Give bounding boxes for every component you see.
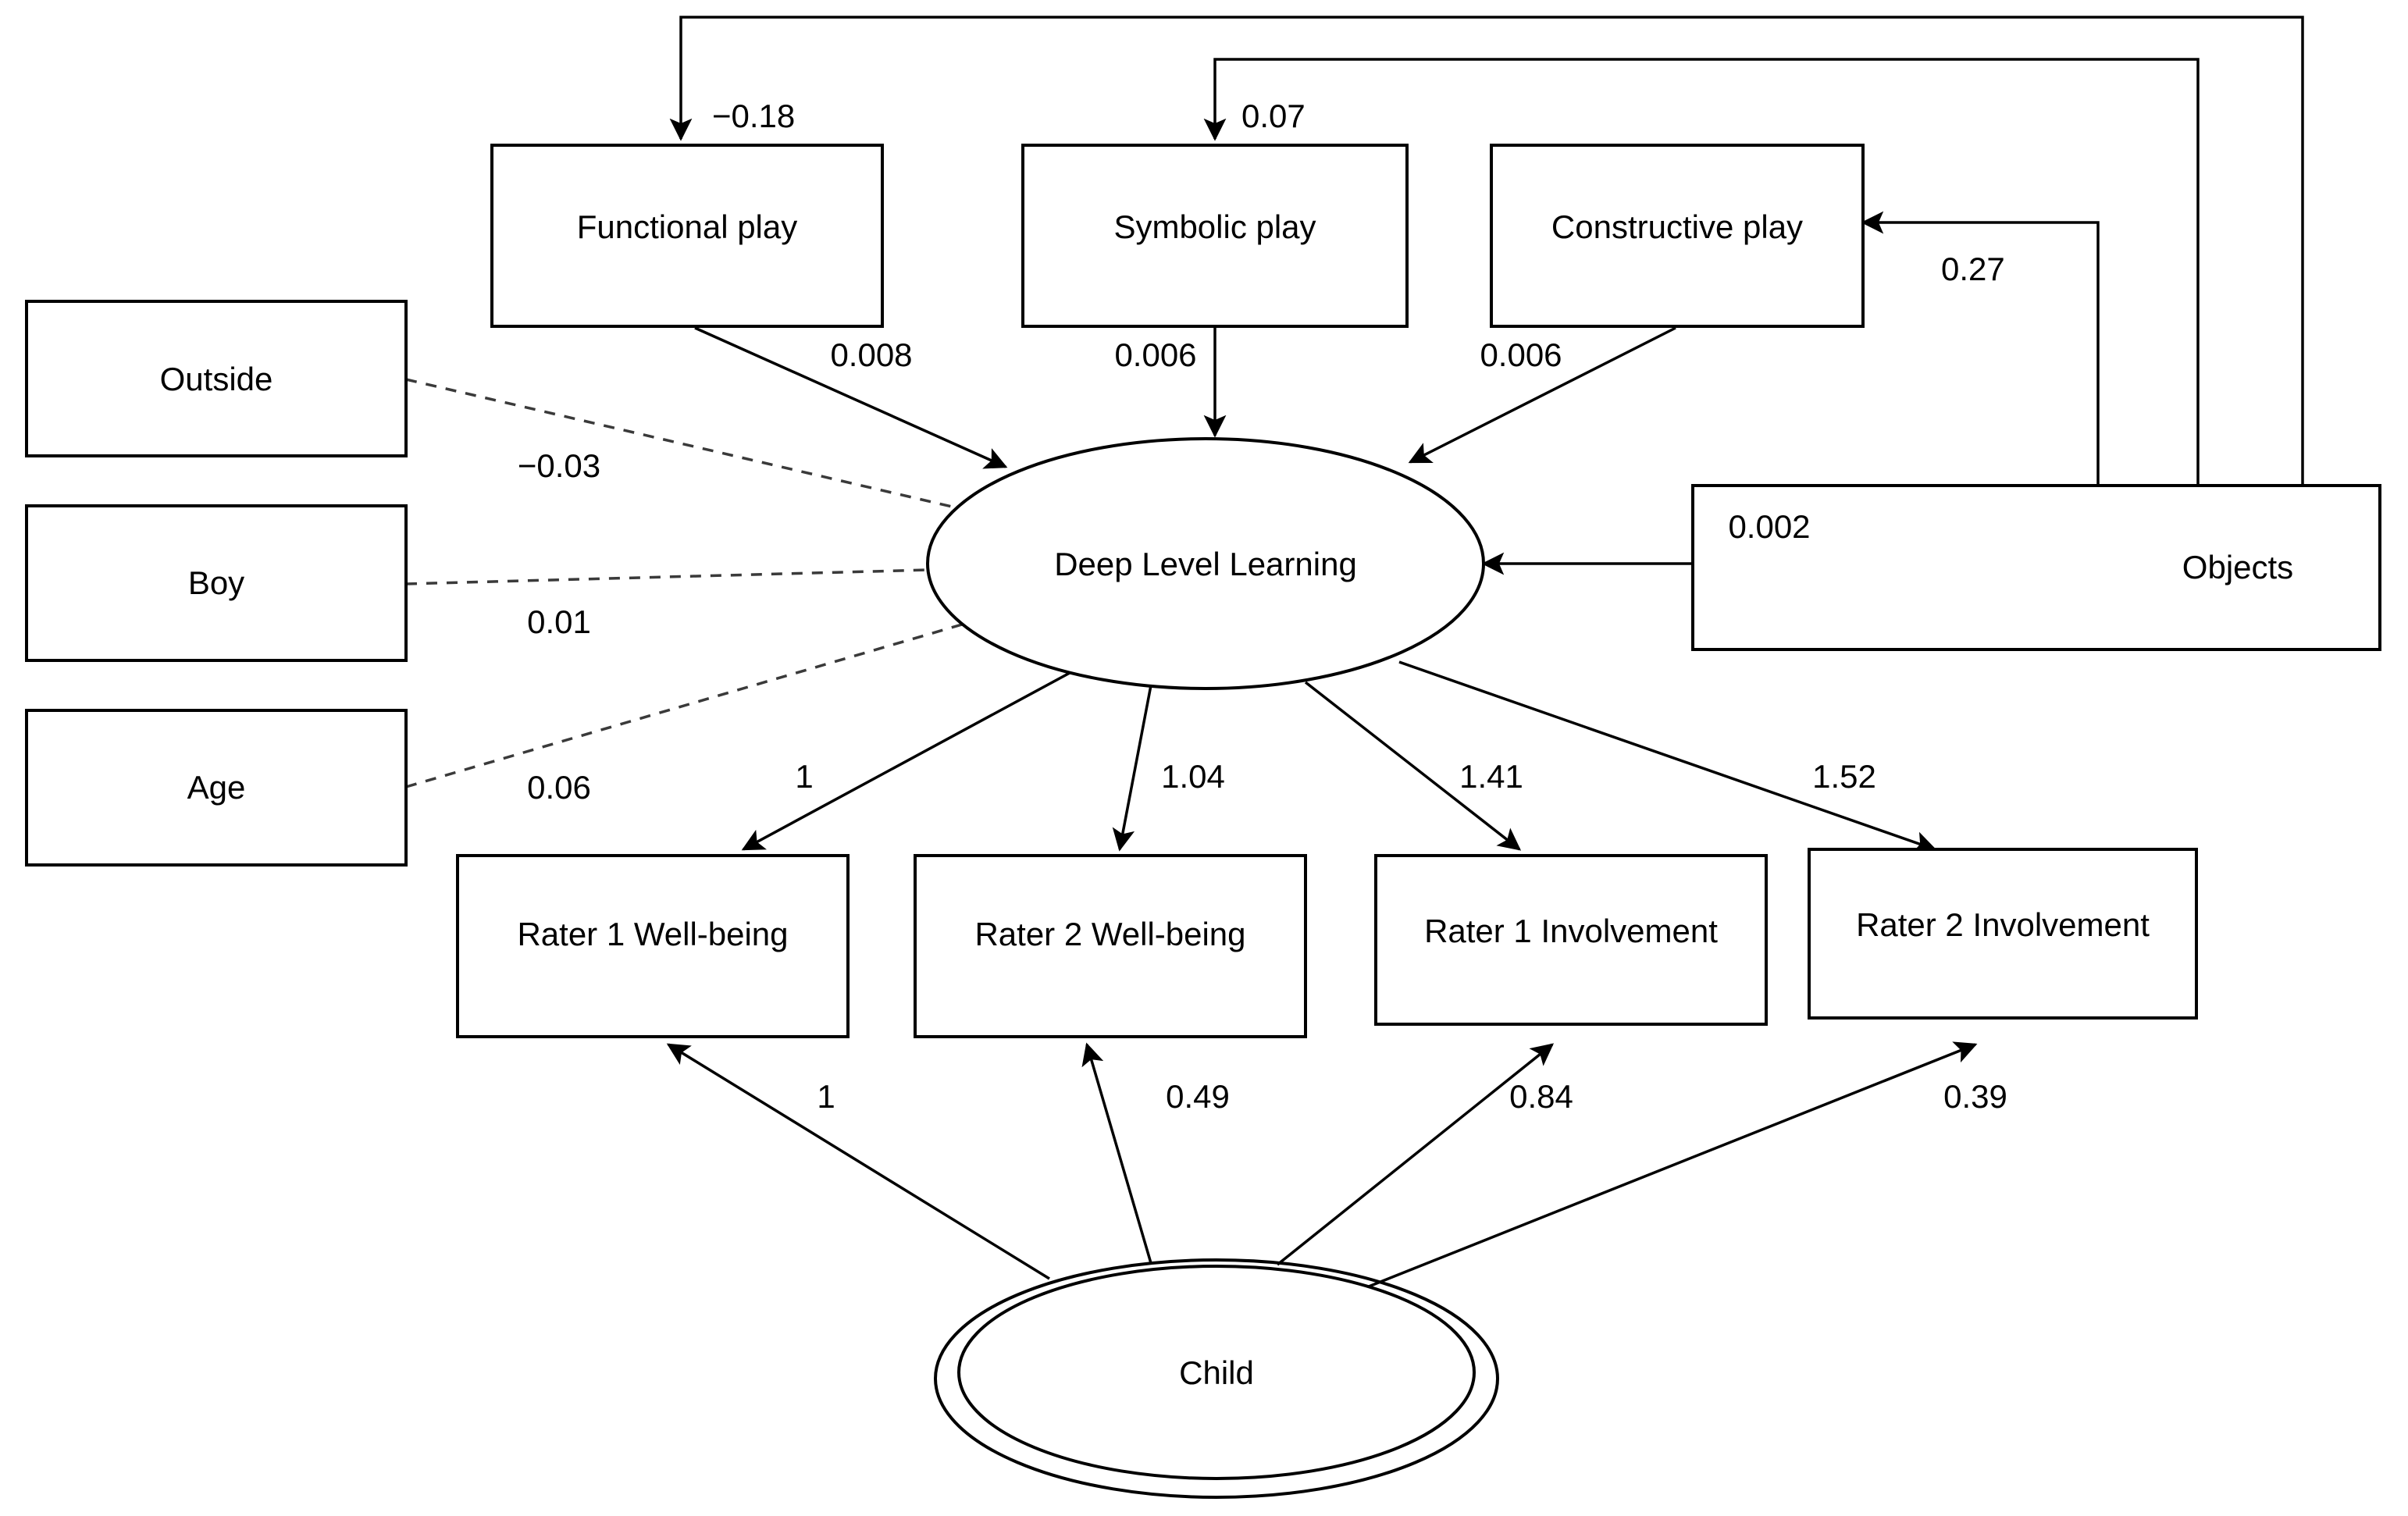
node-boy[interactable]: Boy bbox=[25, 504, 408, 662]
outside-box[interactable] bbox=[25, 300, 408, 457]
boy-box[interactable] bbox=[25, 504, 408, 662]
edge-objects-to-functional-play bbox=[669, 16, 2304, 486]
edge-age-to-deep-level-learning bbox=[405, 623, 963, 788]
edge-label-functional-play-to-deep-level-learning: 0.008 bbox=[830, 336, 912, 373]
node-outside[interactable]: Outside bbox=[25, 300, 408, 457]
boy-label: Boy bbox=[188, 564, 244, 601]
edge-label-symbolic-play-to-deep-level-learning: 0.006 bbox=[1114, 336, 1196, 373]
edge-deep-level-learning-to-rater2-wellbeing bbox=[1112, 685, 1152, 852]
rater2-wellbeing-box[interactable] bbox=[914, 854, 1307, 1038]
edge-outside-to-deep-level-learning bbox=[405, 378, 963, 511]
node-age[interactable]: Age bbox=[25, 709, 408, 867]
rater1-involvement-label: Rater 1 Involvement bbox=[1424, 913, 1718, 949]
rater1-wellbeing-box[interactable] bbox=[456, 854, 850, 1038]
age-label: Age bbox=[187, 769, 246, 806]
child-ellipse-outer bbox=[934, 1258, 1499, 1499]
constructive-play-box[interactable] bbox=[1490, 144, 1865, 328]
edge-functional-play-to-deep-level-learning bbox=[694, 326, 1008, 469]
edge-label-deep-level-learning-to-rater2-wellbeing: 1.04 bbox=[1161, 758, 1225, 795]
node-deep-level-learning[interactable]: Deep Level Learning bbox=[926, 437, 1485, 690]
edge-label-boy-to-deep-level-learning: 0.01 bbox=[527, 603, 591, 640]
edge-label-child-to-rater2-involvement: 0.39 bbox=[1943, 1078, 2007, 1115]
edge-boy-to-deep-level-learning bbox=[405, 568, 930, 585]
deep-level-learning-ellipse[interactable] bbox=[926, 437, 1485, 690]
node-rater2-wellbeing[interactable]: Rater 2 Well-being bbox=[914, 854, 1307, 1038]
edge-label-child-to-rater1-wellbeing: 1 bbox=[817, 1078, 835, 1115]
edge-deep-level-learning-to-rater2-involvement bbox=[1398, 660, 1937, 853]
edge-label-objects-to-functional-play: −0.18 bbox=[712, 98, 795, 134]
edge-label-child-to-rater1-involvement: 0.84 bbox=[1509, 1078, 1573, 1115]
edge-label-age-to-deep-level-learning: 0.06 bbox=[527, 769, 591, 806]
objects-label: Objects bbox=[2182, 549, 2293, 585]
rater2-involvement-box[interactable] bbox=[1808, 848, 2198, 1020]
edge-constructive-play-to-deep-level-learning bbox=[1408, 326, 1676, 464]
age-box[interactable] bbox=[25, 709, 408, 867]
rater2-wellbeing-label: Rater 2 Well-being bbox=[974, 916, 1245, 952]
symbolic-play-box[interactable] bbox=[1021, 144, 1409, 328]
symbolic-play-label: Symbolic play bbox=[1113, 208, 1316, 245]
rater2-involvement-label: Rater 2 Involvement bbox=[1856, 906, 2150, 943]
node-rater1-involvement[interactable]: Rater 1 Involvement bbox=[1374, 854, 1768, 1026]
edge-label-deep-level-learning-to-rater2-involvement: 1.52 bbox=[1812, 758, 1876, 795]
child-ellipse-inner[interactable] bbox=[957, 1265, 1476, 1480]
edge-deep-level-learning-to-rater1-involvement bbox=[1304, 681, 1522, 851]
edge-child-to-rater1-involvement bbox=[1276, 1043, 1555, 1266]
edge-label-objects-to-constructive-play: 0.27 bbox=[1941, 251, 2005, 287]
node-rater2-involvement[interactable]: Rater 2 Involvement bbox=[1808, 848, 2198, 1020]
edge-child-to-rater2-wellbeing bbox=[1081, 1042, 1152, 1264]
edge-objects-to-symbolic-play bbox=[1203, 58, 2200, 486]
node-rater1-wellbeing[interactable]: Rater 1 Well-being bbox=[456, 854, 850, 1038]
functional-play-label: Functional play bbox=[577, 208, 798, 245]
outside-label: Outside bbox=[160, 361, 273, 397]
edge-label-objects-to-symbolic-play: 0.07 bbox=[1241, 98, 1306, 134]
edge-label-deep-level-learning-to-rater1-wellbeing: 1 bbox=[795, 758, 813, 795]
rater1-involvement-box[interactable] bbox=[1374, 854, 1768, 1026]
functional-play-box[interactable] bbox=[490, 144, 884, 328]
node-objects[interactable]: Objects bbox=[1691, 484, 2381, 651]
edge-objects-to-constructive-play bbox=[1861, 211, 2100, 486]
objects-box[interactable] bbox=[1691, 484, 2381, 651]
deep-level-learning-label: Deep Level Learning bbox=[1054, 546, 1357, 582]
edge-deep-level-learning-to-rater1-wellbeing bbox=[741, 671, 1070, 851]
edge-label-objects-to-deep-level-learning: 0.002 bbox=[1728, 508, 1810, 545]
edge-label-outside-to-deep-level-learning: −0.03 bbox=[518, 447, 600, 484]
edge-label-deep-level-learning-to-rater1-involvement: 1.41 bbox=[1459, 758, 1523, 795]
node-symbolic-play[interactable]: Symbolic play bbox=[1021, 144, 1409, 328]
node-functional-play[interactable]: Functional play bbox=[490, 144, 884, 328]
rater1-wellbeing-label: Rater 1 Well-being bbox=[517, 916, 788, 952]
edge-label-constructive-play-to-deep-level-learning: 0.006 bbox=[1480, 336, 1562, 373]
edge-child-to-rater1-wellbeing bbox=[666, 1043, 1050, 1280]
node-child[interactable]: Child bbox=[934, 1258, 1499, 1499]
edge-child-to-rater2-involvement bbox=[1364, 1041, 1978, 1290]
node-constructive-play[interactable]: Constructive play bbox=[1490, 144, 1865, 328]
constructive-play-label: Constructive play bbox=[1551, 208, 1803, 245]
edge-label-child-to-rater2-wellbeing: 0.49 bbox=[1166, 1078, 1230, 1115]
child-label: Child bbox=[1179, 1354, 1254, 1391]
